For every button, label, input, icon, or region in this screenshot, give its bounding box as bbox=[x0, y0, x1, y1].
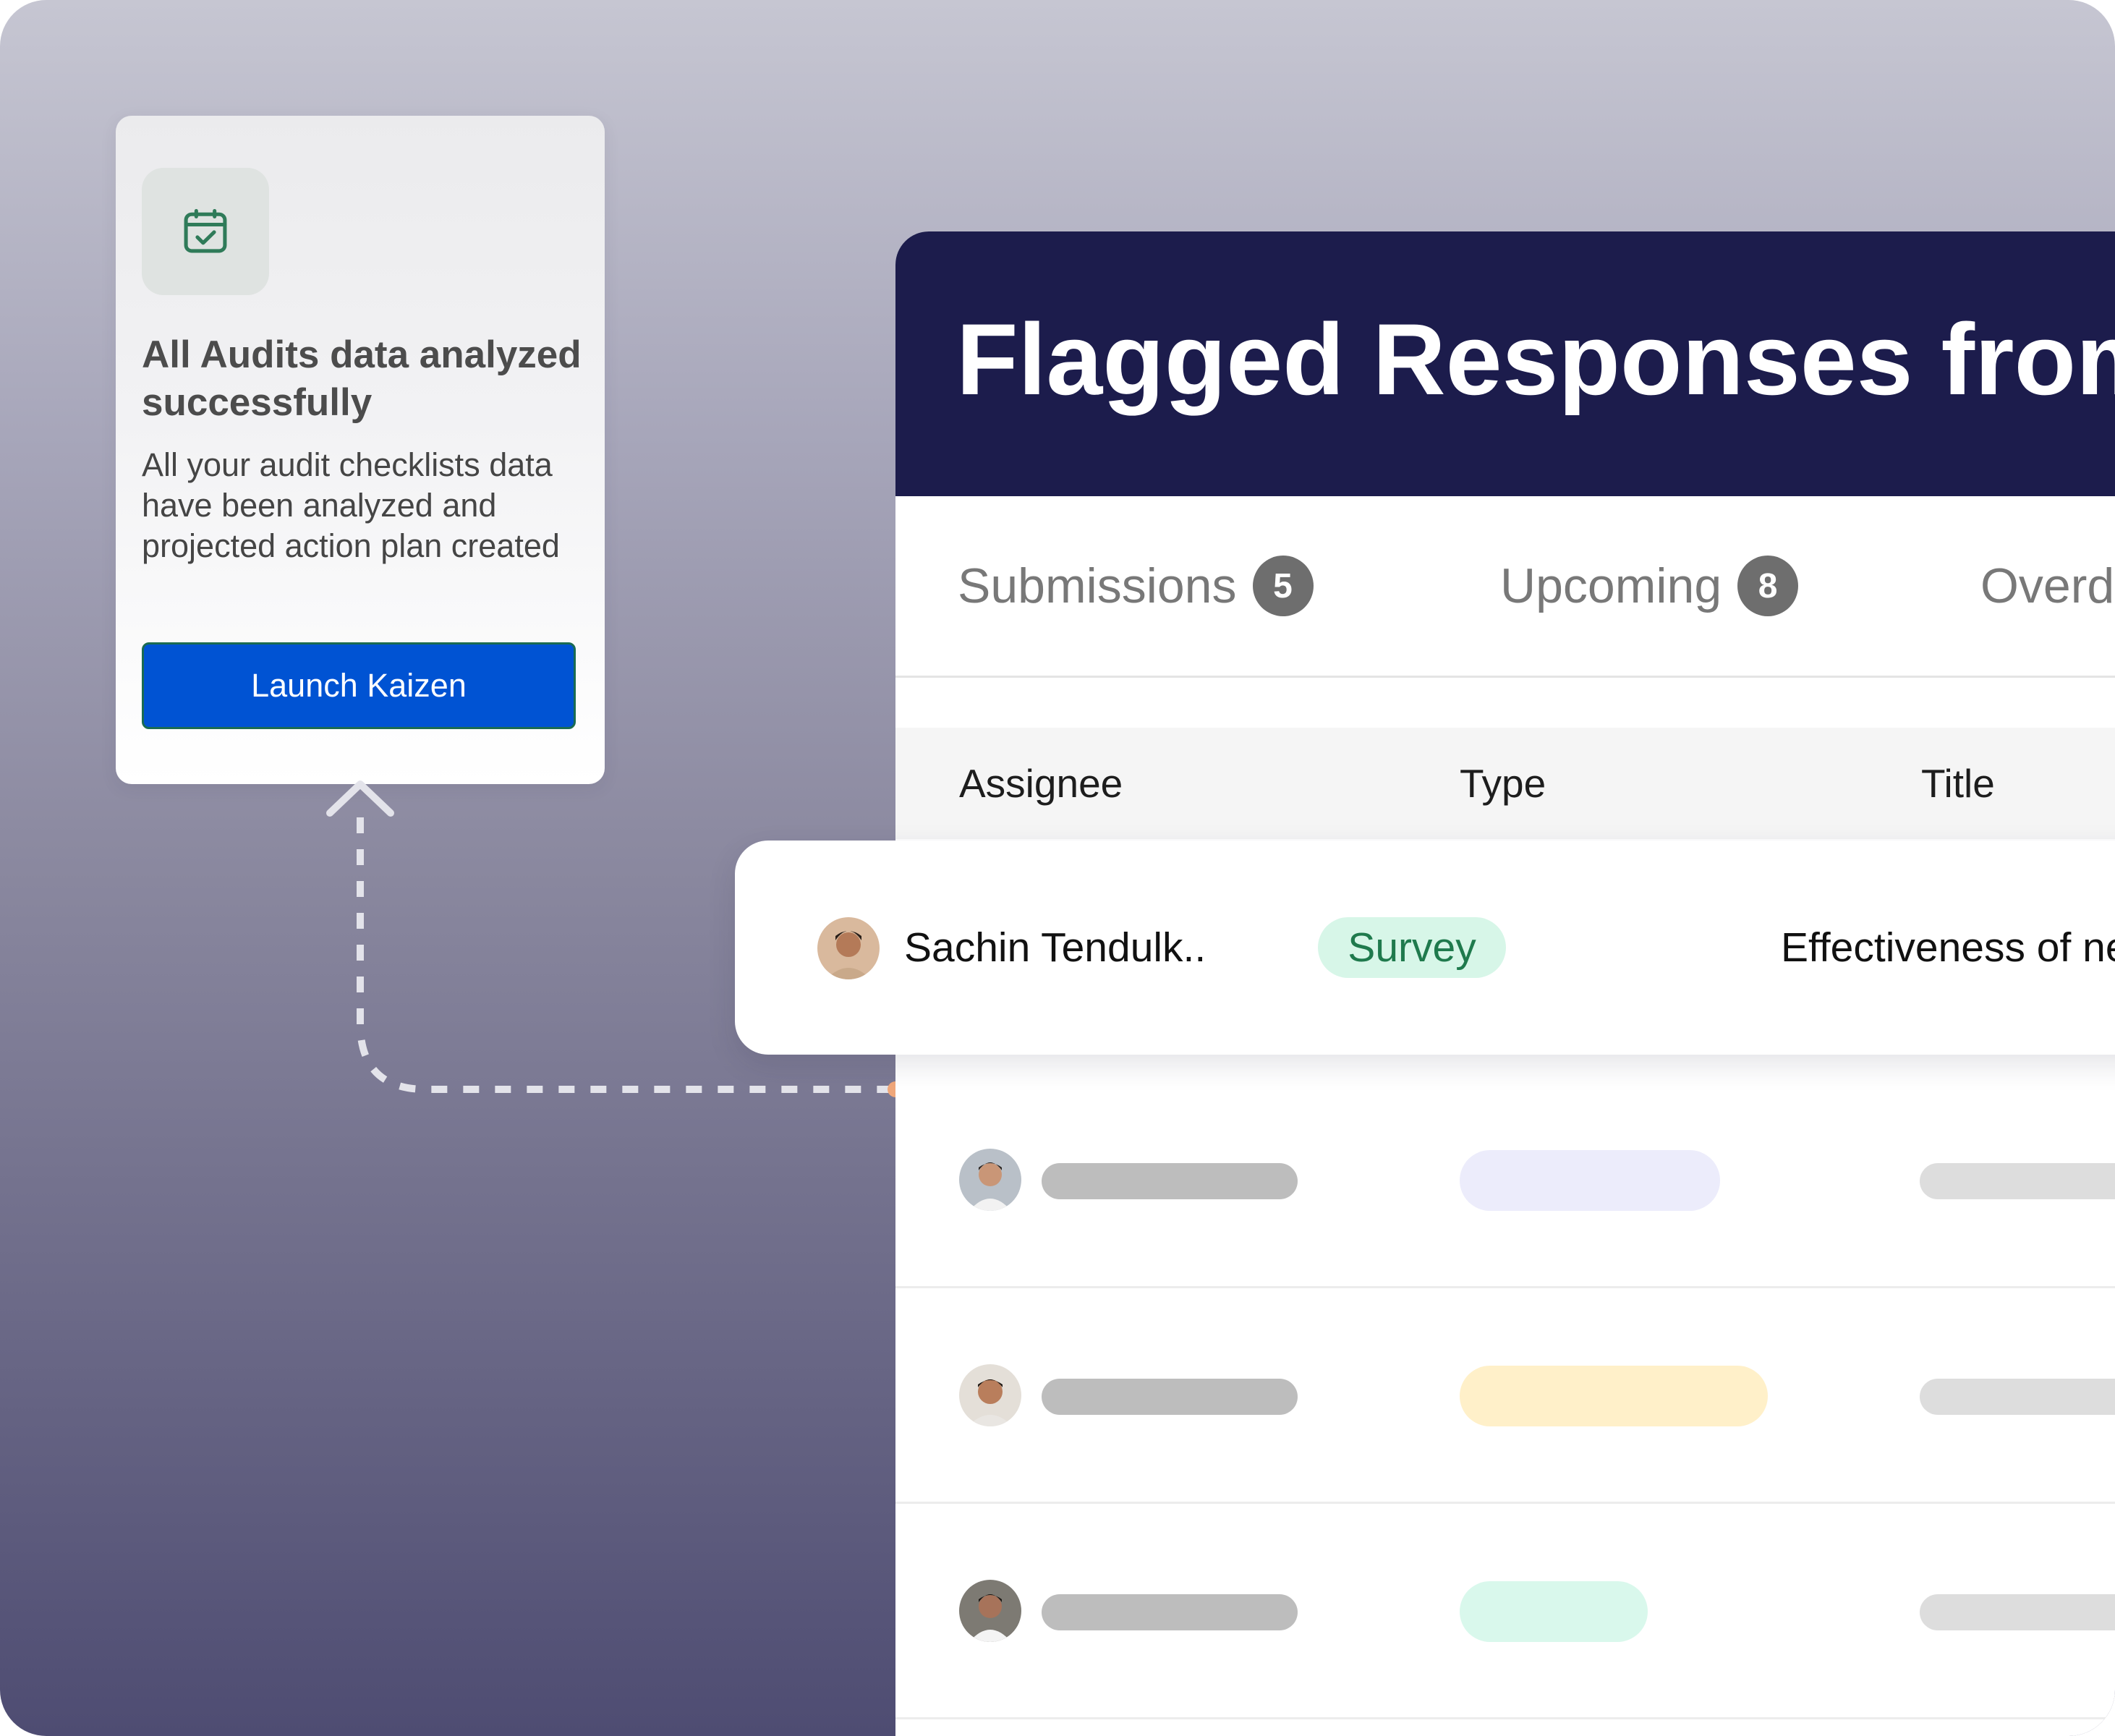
avatar bbox=[959, 1149, 1021, 1211]
notification-body: All your audit checklists data have been… bbox=[142, 446, 560, 564]
type-placeholder-pill bbox=[1460, 1366, 1768, 1426]
tab-bar: Submissions 5 Upcoming 8 Overd bbox=[895, 496, 2115, 678]
launch-kaizen-button[interactable]: Launch Kaizen bbox=[142, 642, 576, 729]
type-badge: Survey bbox=[1318, 917, 1506, 978]
type-placeholder-pill bbox=[1460, 1581, 1648, 1642]
table-header: Assignee Type Title bbox=[895, 728, 2115, 839]
assignee-name: Sachin Tendulk.. bbox=[904, 924, 1207, 971]
table-row[interactable] bbox=[895, 1288, 2115, 1504]
tab-count-badge: 8 bbox=[1737, 556, 1799, 616]
column-header-title[interactable]: Title bbox=[1921, 761, 1995, 806]
tab-count-badge: 5 bbox=[1252, 556, 1314, 616]
column-header-assignee[interactable]: Assignee bbox=[959, 761, 1123, 806]
avatar-image bbox=[959, 1580, 1021, 1642]
panel-header: Flagged Responses from bbox=[895, 231, 2115, 496]
title-cell: Effectiveness of ne bbox=[1781, 924, 2115, 971]
notification-icon-box bbox=[142, 168, 269, 295]
tab-upcoming[interactable]: Upcoming 8 bbox=[1500, 496, 1799, 676]
assignee-placeholder-bar bbox=[1042, 1594, 1298, 1630]
table-row[interactable] bbox=[895, 1072, 2115, 1288]
notification-card: All Audits data analyzed successfully Al… bbox=[116, 116, 605, 784]
avatar bbox=[959, 1364, 1021, 1426]
tab-label: Submissions bbox=[958, 558, 1237, 613]
assignee-placeholder-bar bbox=[1042, 1379, 1298, 1415]
page-title: Flagged Responses from bbox=[956, 302, 2115, 416]
title-placeholder-bar bbox=[1920, 1163, 2115, 1199]
avatar-image bbox=[959, 1364, 1021, 1426]
highlighted-table-row[interactable]: Sachin Tendulk.. Survey Effectiveness of… bbox=[735, 841, 2115, 1055]
column-header-type[interactable]: Type bbox=[1460, 761, 1546, 806]
avatar-image bbox=[959, 1149, 1021, 1211]
assignee-placeholder-bar bbox=[1042, 1163, 1298, 1199]
title-placeholder-bar bbox=[1920, 1379, 2115, 1415]
calendar-check-icon bbox=[184, 208, 227, 253]
table-row[interactable] bbox=[895, 1503, 2115, 1719]
tab-overdue[interactable]: Overd bbox=[1980, 496, 2114, 676]
notification-title: All Audits data analyzed successfully bbox=[142, 333, 582, 424]
avatar bbox=[817, 917, 880, 979]
title-placeholder-bar bbox=[1920, 1594, 2115, 1630]
tab-label: Upcoming bbox=[1500, 558, 1722, 613]
avatar-image bbox=[817, 917, 880, 979]
type-placeholder-pill bbox=[1460, 1150, 1720, 1211]
tab-submissions[interactable]: Submissions 5 bbox=[958, 496, 1314, 676]
tab-label: Overd bbox=[1980, 558, 2115, 613]
avatar bbox=[959, 1580, 1021, 1642]
